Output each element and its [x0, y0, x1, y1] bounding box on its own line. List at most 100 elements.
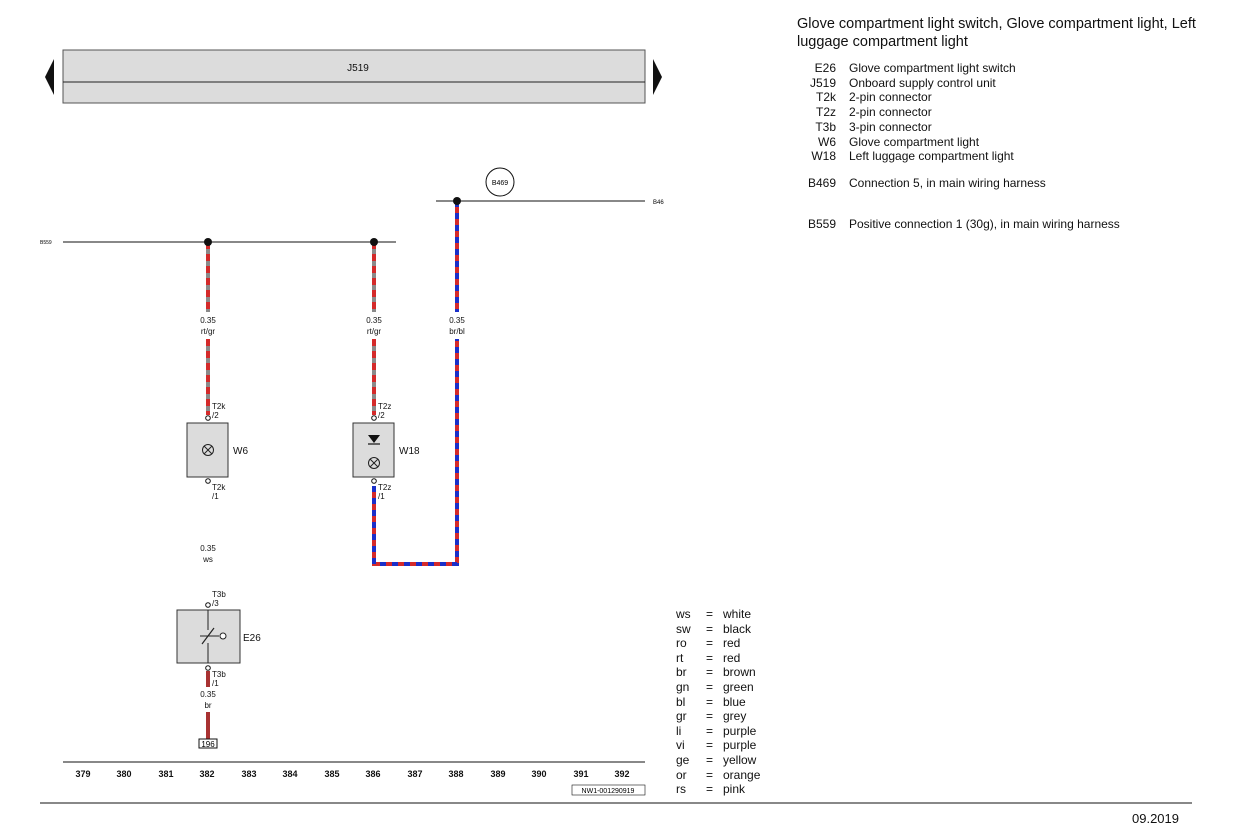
legend-code: W18: [811, 149, 836, 164]
color-name: orange: [723, 767, 761, 782]
color-abbr: gn: [676, 679, 690, 694]
pin-marker: [371, 415, 377, 421]
color-code-row: gn=green: [676, 679, 754, 694]
page-right-arrow-icon[interactable]: [653, 59, 662, 95]
color-code-row: li=purple: [676, 723, 757, 738]
color-name: black: [723, 621, 752, 636]
color-code-row: ge=yellow: [676, 752, 757, 767]
wire-color-label: br: [204, 701, 211, 710]
pin-label: T2k: [212, 402, 226, 411]
grid-number: 387: [407, 769, 422, 779]
pin-number: /2: [378, 411, 385, 420]
grid-number: 384: [282, 769, 297, 779]
wire-color-label: br/bl: [449, 327, 465, 336]
wire-size-label: 0.35: [200, 690, 216, 699]
color-code-row: rt=red: [676, 650, 741, 665]
color-name: red: [723, 650, 741, 665]
lamp-icon: [368, 457, 380, 469]
wire-w18-ground: [372, 201, 459, 566]
current-track-grid: 379 380 381 382 383 384 385 386 387 388 …: [75, 769, 629, 779]
color-name: blue: [723, 694, 746, 709]
component-label: W18: [399, 446, 420, 457]
component-e26: E26: [176, 609, 261, 664]
switch-icon: [200, 610, 227, 663]
color-abbr: li: [676, 723, 682, 738]
lamp-icon: [202, 444, 214, 456]
reference-number: 196: [201, 740, 215, 749]
connection-desc: Positive connection 1 (30g), in main wir…: [849, 216, 1120, 231]
drawing-id-box: [571, 784, 646, 796]
grid-number: 380: [116, 769, 131, 779]
bus-b469-label: B46: [653, 200, 664, 206]
wire-size-label: 0.35: [366, 316, 382, 325]
connection-code: B559: [807, 216, 836, 231]
pin-number: /1: [212, 492, 219, 501]
grid-number: 388: [448, 769, 463, 779]
color-abbr: rs: [676, 782, 686, 797]
color-name: purple: [723, 738, 757, 753]
revision-date: 09.2019: [1132, 811, 1179, 826]
pin-marker: [371, 478, 377, 484]
legend-desc: 2-pin connector: [849, 105, 932, 120]
wire-size-label: 0.35: [200, 544, 216, 553]
diode-icon: [368, 435, 380, 443]
color-abbr: bl: [676, 694, 686, 709]
component-w18: W18: [352, 422, 420, 478]
connection-b469-marker: [485, 167, 515, 197]
connection-desc: Connection 5, in main wiring harness: [849, 175, 1046, 190]
color-name: yellow: [723, 752, 757, 767]
reference-box[interactable]: [198, 738, 218, 749]
color-name: white: [723, 607, 752, 621]
legend-code: E26: [814, 61, 836, 75]
color-abbr: br: [676, 665, 687, 680]
grid-number: 379: [75, 769, 90, 779]
pin-number: /2: [212, 411, 219, 420]
grid-number: 389: [490, 769, 505, 779]
pin-label: T3b: [212, 590, 226, 599]
control-unit-label: J519: [347, 63, 369, 74]
color-name: green: [723, 679, 754, 694]
legend-row: T2k 2-pin connector: [800, 90, 1120, 105]
color-name: pink: [723, 782, 746, 797]
grid-number: 382: [199, 769, 214, 779]
page-left-arrow-icon[interactable]: [45, 59, 54, 95]
legend-code: T3b: [815, 119, 836, 134]
color-abbr: ws: [676, 607, 691, 621]
grid-number: 383: [241, 769, 256, 779]
color-abbr: rt: [676, 650, 684, 665]
legend-desc: 2-pin connector: [849, 90, 932, 105]
wire-size-label: 0.35: [200, 316, 216, 325]
pin-label: T2z: [378, 402, 391, 411]
wire-color-legend: ws=white sw=black ro=red rt=red br=brown…: [676, 607, 760, 797]
legend-code: W6: [818, 134, 836, 149]
pin-label: T2z: [378, 483, 391, 492]
grid-number: 390: [531, 769, 546, 779]
junction-dot: [204, 238, 212, 246]
junction-dot: [453, 197, 461, 205]
pin-number: /1: [378, 492, 385, 501]
color-name: red: [723, 636, 741, 651]
pin-label: T3b: [212, 670, 226, 679]
grid-number: 381: [158, 769, 173, 779]
color-code-row: vi=purple: [676, 738, 757, 753]
color-abbr: sw: [676, 621, 691, 636]
grid-number: 392: [614, 769, 629, 779]
legend-code: T2z: [815, 105, 836, 120]
color-code-row: br=brown: [676, 665, 756, 680]
connection-row: B559 Positive connection 1 (30g), in main…: [800, 217, 1120, 232]
legend-code: J519: [809, 75, 836, 90]
drawing-id: NW1-001290919: [582, 788, 635, 795]
pin-marker: [205, 478, 211, 484]
wire-size-label: 0.35: [449, 316, 465, 325]
bus-b559-label: B559: [40, 240, 52, 246]
grid-number: 385: [324, 769, 339, 779]
pin-marker: [205, 665, 211, 671]
color-code-row: gr=grey: [676, 709, 747, 724]
color-abbr: ge: [676, 752, 690, 767]
legend-code: T2k: [815, 90, 836, 105]
